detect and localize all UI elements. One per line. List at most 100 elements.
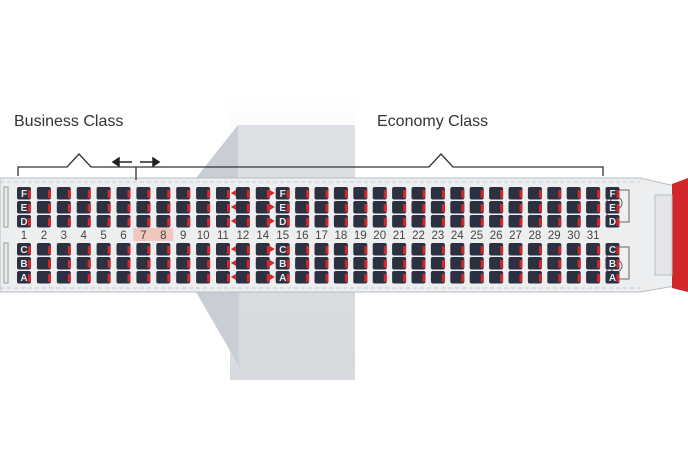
seat-21F[interactable]	[392, 187, 407, 200]
seat-10D[interactable]	[196, 215, 211, 228]
seat-31F[interactable]	[586, 187, 601, 200]
seat-3D[interactable]	[56, 215, 71, 228]
seat-3A[interactable]	[56, 271, 71, 284]
seat-8E[interactable]	[156, 201, 171, 214]
seat-31C[interactable]	[586, 243, 601, 256]
seat-26D[interactable]	[489, 215, 504, 228]
seat-11C[interactable]	[216, 243, 230, 256]
seat-23B[interactable]	[430, 257, 445, 270]
seat-24E[interactable]	[450, 201, 465, 214]
seat-24F[interactable]	[450, 187, 465, 200]
seat-12E[interactable]	[235, 201, 250, 214]
seat-10C[interactable]	[196, 243, 211, 256]
seat-19E[interactable]	[353, 201, 368, 214]
seat-14C[interactable]	[255, 243, 270, 256]
seat-lastE[interactable]	[605, 201, 620, 214]
seat-4F[interactable]	[76, 187, 91, 200]
seat-19F[interactable]	[353, 187, 368, 200]
seat-4E[interactable]	[76, 201, 91, 214]
seat-29A[interactable]	[547, 271, 562, 284]
seat-15C[interactable]	[275, 243, 290, 256]
seat-14F[interactable]	[255, 187, 270, 200]
seat-30E[interactable]	[566, 201, 581, 214]
seat-10A[interactable]	[196, 271, 211, 284]
seat-24A[interactable]	[450, 271, 465, 284]
seat-22E[interactable]	[411, 201, 426, 214]
seat-23D[interactable]	[430, 215, 445, 228]
seat-26A[interactable]	[489, 271, 504, 284]
seat-19C[interactable]	[353, 243, 368, 256]
seat-3B[interactable]	[56, 257, 71, 270]
seat-23C[interactable]	[430, 243, 445, 256]
seat-18C[interactable]	[333, 243, 348, 256]
seat-21B[interactable]	[392, 257, 407, 270]
seat-20A[interactable]	[372, 271, 387, 284]
seat-7A[interactable]	[136, 271, 151, 284]
seat-18D[interactable]	[333, 215, 348, 228]
seat-11F[interactable]	[216, 187, 230, 200]
seat-9D[interactable]	[176, 215, 191, 228]
seat-31E[interactable]	[586, 201, 601, 214]
seat-24B[interactable]	[450, 257, 465, 270]
seat-9E[interactable]	[176, 201, 191, 214]
seat-2E[interactable]	[36, 201, 51, 214]
seat-2D[interactable]	[36, 215, 51, 228]
seat-14B[interactable]	[255, 257, 270, 270]
seat-21D[interactable]	[392, 215, 407, 228]
seat-29C[interactable]	[547, 243, 562, 256]
seat-11D[interactable]	[216, 215, 230, 228]
seat-23F[interactable]	[430, 187, 445, 200]
seat-14A[interactable]	[255, 271, 270, 284]
seat-15A[interactable]	[275, 271, 290, 284]
seat-1B[interactable]	[17, 257, 31, 270]
seat-16D[interactable]	[295, 215, 310, 228]
seat-20B[interactable]	[372, 257, 387, 270]
seat-8D[interactable]	[156, 215, 171, 228]
seat-12B[interactable]	[235, 257, 250, 270]
seat-20D[interactable]	[372, 215, 387, 228]
seat-4A[interactable]	[76, 271, 91, 284]
seat-1E[interactable]	[17, 201, 31, 214]
seat-16C[interactable]	[295, 243, 310, 256]
seat-5F[interactable]	[96, 187, 111, 200]
seat-26C[interactable]	[489, 243, 504, 256]
seat-4C[interactable]	[76, 243, 91, 256]
seat-10F[interactable]	[196, 187, 211, 200]
seat-28F[interactable]	[527, 187, 542, 200]
seat-26B[interactable]	[489, 257, 504, 270]
seat-19B[interactable]	[353, 257, 368, 270]
seat-16B[interactable]	[295, 257, 310, 270]
seat-30C[interactable]	[566, 243, 581, 256]
seat-29E[interactable]	[547, 201, 562, 214]
seat-18A[interactable]	[333, 271, 348, 284]
seat-28D[interactable]	[527, 215, 542, 228]
seat-3E[interactable]	[56, 201, 71, 214]
seat-7E[interactable]	[136, 201, 151, 214]
seat-lastB[interactable]	[605, 257, 620, 270]
seat-2F[interactable]	[36, 187, 51, 200]
seat-27D[interactable]	[508, 215, 523, 228]
seat-23E[interactable]	[430, 201, 445, 214]
seat-31B[interactable]	[586, 257, 601, 270]
seat-1C[interactable]	[17, 243, 31, 256]
seat-5E[interactable]	[96, 201, 111, 214]
seat-28C[interactable]	[527, 243, 542, 256]
seat-26F[interactable]	[489, 187, 504, 200]
seat-17D[interactable]	[314, 215, 329, 228]
seat-9C[interactable]	[176, 243, 191, 256]
seat-24D[interactable]	[450, 215, 465, 228]
seat-25E[interactable]	[469, 201, 484, 214]
seat-lastC[interactable]	[605, 243, 620, 256]
seat-9A[interactable]	[176, 271, 191, 284]
seat-7F[interactable]	[136, 187, 151, 200]
seat-27B[interactable]	[508, 257, 523, 270]
seat-21A[interactable]	[392, 271, 407, 284]
seat-11B[interactable]	[216, 257, 230, 270]
seat-14E[interactable]	[255, 201, 270, 214]
seat-21C[interactable]	[392, 243, 407, 256]
seat-15D[interactable]	[275, 215, 290, 228]
seat-6F[interactable]	[116, 187, 131, 200]
seat-24C[interactable]	[450, 243, 465, 256]
seat-12A[interactable]	[235, 271, 250, 284]
seat-28E[interactable]	[527, 201, 542, 214]
